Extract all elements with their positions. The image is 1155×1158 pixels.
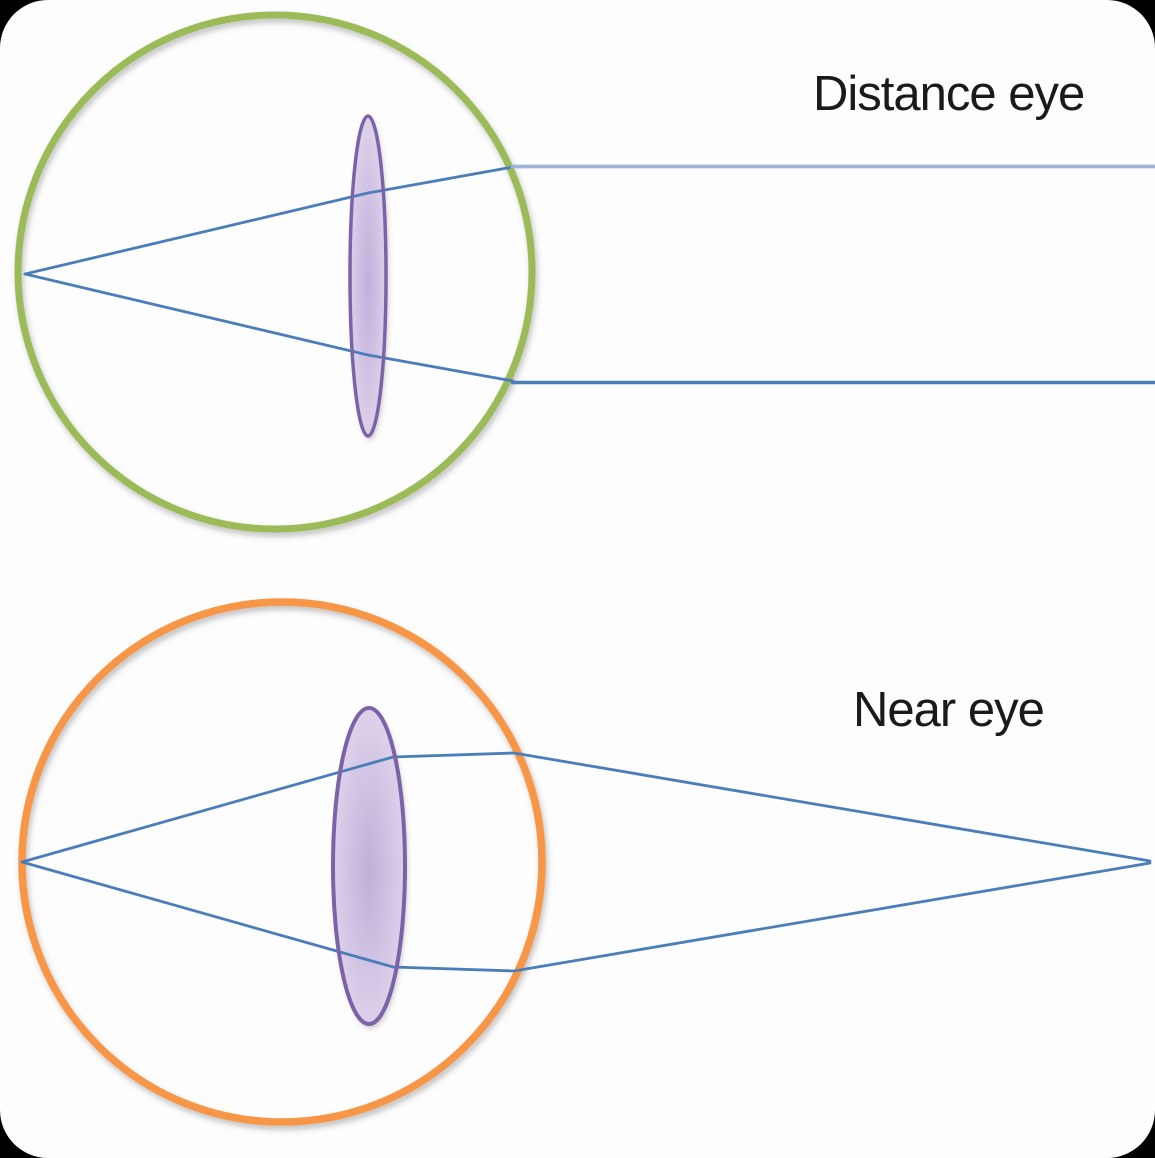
distance-lower-ray — [23, 272, 515, 383]
distance-lens-outline — [348, 114, 388, 438]
distance-upper-ray — [23, 165, 515, 276]
near-lens-outline — [331, 706, 407, 1026]
distance-eyeball-outline — [14, 11, 536, 533]
near-eye-diagram — [0, 598, 1155, 1126]
near-eye-label: Near eye — [853, 683, 1045, 737]
near-upper-ray — [20, 751, 1152, 864]
near-lower-ray — [20, 860, 1152, 973]
distance-eye-diagram — [0, 11, 1155, 533]
near-lens-body — [333, 708, 405, 1024]
distance-eye-label: Distance eye — [813, 67, 1085, 121]
